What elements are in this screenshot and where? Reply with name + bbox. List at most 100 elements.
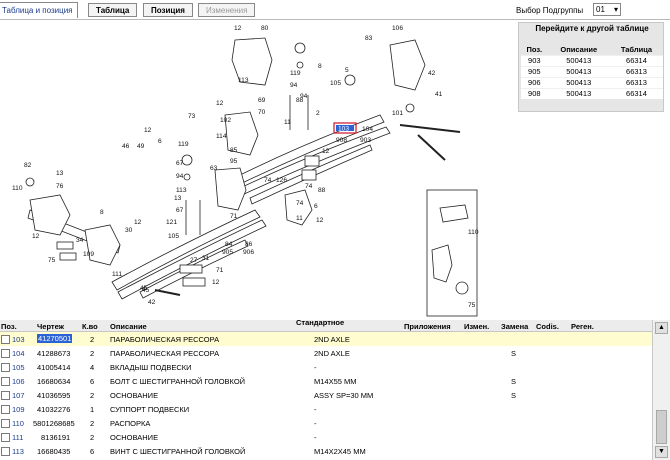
ref-label[interactable]: 12 [234, 25, 242, 32]
row-pos[interactable]: 111 [12, 433, 24, 442]
ref-label[interactable]: 71 [230, 213, 238, 220]
ref-label[interactable]: 34 [76, 237, 84, 244]
ref-label[interactable]: 83 [365, 35, 373, 42]
ref-label[interactable]: 11 [284, 119, 291, 126]
ref-label[interactable]: 84 [225, 241, 233, 248]
ref-label[interactable]: 46 [122, 143, 130, 150]
ref-label[interactable]: 63 [210, 165, 218, 172]
subgroup-select[interactable]: 01 ▾ [593, 3, 621, 16]
ref-label[interactable]: 101 [392, 110, 403, 117]
ref-label[interactable]: 908 [336, 137, 347, 144]
ref-label[interactable]: 75 [48, 257, 56, 264]
grid-scrollbar[interactable]: ▲ ▼ [652, 320, 670, 460]
ref-label[interactable]: 30 [125, 227, 133, 234]
row-pos[interactable]: 106 [12, 377, 25, 386]
row-pos[interactable]: 109 [12, 405, 25, 414]
panel-row[interactable]: 905 500413 66313 [521, 65, 663, 77]
ref-label[interactable]: 114 [216, 133, 227, 140]
ref-label[interactable]: 102 [220, 117, 231, 124]
ref-label[interactable]: 85 [230, 147, 238, 154]
row-drawing[interactable]: 5801268685 [33, 419, 75, 428]
panel-row[interactable]: 906 500413 66313 [521, 76, 663, 88]
ref-label[interactable]: 49 [137, 143, 145, 150]
col-codis[interactable]: Codis. [536, 322, 559, 331]
ref-label[interactable]: 71 [216, 267, 224, 274]
scroll-thumb[interactable] [656, 410, 667, 444]
ref-label[interactable]: 94 [300, 93, 308, 100]
col-regen[interactable]: Реген. [571, 322, 594, 331]
ref-label[interactable]: 903 [360, 137, 371, 144]
ref-label[interactable]: 6 [158, 138, 162, 145]
ref-label[interactable]: 104 [362, 126, 373, 133]
ref-label[interactable]: 126 [276, 177, 287, 184]
scroll-down-icon[interactable]: ▼ [655, 446, 668, 458]
ref-label[interactable]: 74 [296, 200, 304, 207]
ref-label[interactable]: 86 [245, 241, 253, 248]
ref-label[interactable]: 105 [168, 233, 179, 240]
col-drawing[interactable]: Чертеж [37, 322, 64, 331]
ref-label[interactable]: 12 [144, 127, 152, 134]
row-pos[interactable]: 113 [12, 447, 24, 456]
row-pos[interactable]: 104 [12, 349, 25, 358]
table-row[interactable]: 103 41270501 2 ПАРАБОЛИЧЕСКАЯ РЕССОРА 2N… [0, 332, 652, 346]
col-pos[interactable]: Поз. [1, 322, 17, 331]
ref-label[interactable]: 5 [345, 67, 349, 74]
ref-label[interactable]: 12 [134, 219, 142, 226]
col-std[interactable]: Стандартное [296, 318, 345, 327]
ref-label[interactable]: 105 [330, 80, 341, 87]
ref-label[interactable]: 106 [392, 25, 403, 32]
ref-label[interactable]: 67 [176, 160, 184, 167]
row-drawing[interactable]: 41288673 [37, 349, 71, 358]
ref-label[interactable]: 88 [318, 187, 326, 194]
ref-label[interactable]: 76 [56, 183, 64, 190]
table-row[interactable]: 107 41036595 2 ОСНОВАНИЕ ASSY SP=30 MM S [0, 388, 652, 402]
ref-label[interactable]: 13 [174, 195, 182, 202]
row-pos[interactable]: 105 [12, 363, 25, 372]
ref-label[interactable]: 6 [314, 203, 318, 210]
ref-label[interactable]: 74 [264, 177, 272, 184]
ref-label[interactable]: 74 [305, 183, 313, 190]
ref-label[interactable]: 8 [100, 209, 104, 216]
row-checkbox[interactable] [1, 335, 10, 344]
ref-label[interactable]: 41 [435, 91, 443, 98]
table-row[interactable]: 111 8136191 2 ОСНОВАНИЕ - [0, 430, 652, 444]
row-checkbox[interactable] [1, 405, 10, 414]
ref-label[interactable]: 27 [190, 257, 198, 264]
table-row[interactable]: 105 41005414 4 ВКЛАДЫШ ПОДВЕСКИ - [0, 360, 652, 374]
table-row[interactable]: 113 16680435 6 ВИНТ С ШЕСТИГРАННОЙ ГОЛОВ… [0, 444, 652, 458]
ref-label[interactable]: 11 [296, 215, 303, 222]
ref-label[interactable]: 110 [12, 185, 23, 192]
panel-row[interactable]: 908 500413 66314 [521, 87, 663, 99]
ref-label[interactable]: 69 [258, 97, 266, 104]
row-drawing[interactable]: 41270501 [37, 334, 73, 343]
ref-label[interactable]: 42 [428, 70, 436, 77]
ref-label[interactable]: 67 [176, 207, 184, 214]
ref-label[interactable]: 12 [32, 233, 40, 240]
col-repl[interactable]: Замена [501, 322, 529, 331]
row-checkbox[interactable] [1, 391, 10, 400]
ref-label[interactable]: 31 [202, 255, 210, 262]
row-checkbox[interactable] [1, 377, 10, 386]
ref-label[interactable]: 94 [290, 82, 298, 89]
ref-label[interactable]: 111 [112, 271, 122, 278]
ref-label[interactable]: 95 [230, 158, 238, 165]
row-pos[interactable]: 110 [12, 419, 24, 428]
tab-position[interactable]: Позиция [143, 3, 193, 17]
table-row[interactable]: 104 41288673 2 ПАРАБОЛИЧЕСКАЯ РЕССОРА 2N… [0, 346, 652, 360]
ref-label[interactable]: 82 [24, 162, 32, 169]
ref-label[interactable]: 75 [468, 302, 476, 309]
table-row[interactable]: 110 5801268685 2 РАСПОРКА - [0, 416, 652, 430]
ref-label[interactable]: 88 [296, 97, 304, 104]
scroll-up-icon[interactable]: ▲ [655, 322, 668, 334]
row-checkbox[interactable] [1, 363, 10, 372]
ref-label[interactable]: 113 [176, 187, 187, 194]
row-drawing[interactable]: 8136191 [41, 433, 71, 442]
col-desc[interactable]: Описание [110, 322, 147, 331]
ref-label[interactable]: 80 [261, 25, 269, 32]
ref-label[interactable]: 906 [243, 249, 254, 256]
tab-table[interactable]: Таблица [88, 3, 138, 17]
ref-highlighted[interactable]: 103 [338, 126, 349, 133]
ref-label[interactable]: 12 [212, 279, 220, 286]
col-qty[interactable]: К.во [82, 322, 98, 331]
row-checkbox[interactable] [1, 349, 10, 358]
